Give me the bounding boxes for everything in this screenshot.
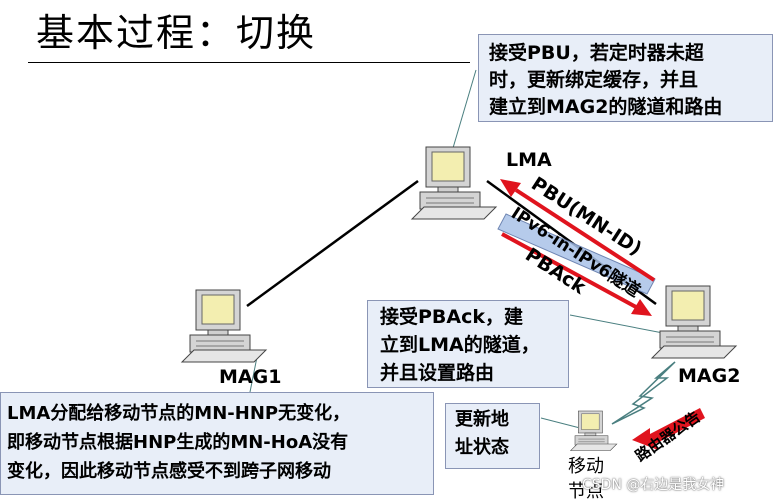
callout-line: LMA分配给移动节点的MN-HNP无变化， bbox=[7, 403, 351, 424]
callout-line: 更新地 bbox=[455, 409, 509, 430]
arrow-icon bbox=[501, 232, 652, 316]
slide-title: 基本过程：切换 bbox=[36, 11, 317, 55]
link-lma-mag1 bbox=[246, 179, 419, 308]
arrow-icon bbox=[632, 408, 705, 450]
callout-line: 址状态 bbox=[455, 437, 509, 458]
node-label-mag1: MAG1 bbox=[219, 366, 282, 388]
node-label-lma: LMA bbox=[506, 149, 552, 171]
arrow-icon bbox=[500, 179, 656, 282]
callout-update-address: 更新地 址状态 bbox=[445, 403, 540, 469]
callout-pointer-mag2 bbox=[569, 314, 664, 334]
computer-icon bbox=[570, 410, 618, 451]
callout-line: 时，更新绑定缓存，并且 bbox=[489, 69, 699, 91]
node-label-mobile-node: 移动 bbox=[568, 456, 604, 477]
watermark: CSDN @右边是我女神 bbox=[582, 477, 725, 493]
wireless-signal-icon bbox=[611, 361, 676, 425]
callout-pointer-lma bbox=[452, 69, 477, 149]
node-label-mobile-node: 节点 bbox=[568, 481, 604, 502]
callout-mag2-action: 接受PBAck，建 立到LMA的隧道， 并且设置路由 bbox=[367, 300, 569, 388]
callout-line: 建立到MAG2的隧道和路由 bbox=[489, 96, 723, 118]
callout-line: 并且设置路由 bbox=[380, 362, 495, 384]
callout-line: 即移动节点根据HNP生成的MN-HoA没有 bbox=[7, 432, 349, 453]
callout-line: 变化，因此移动节点感受不到跨子网移动 bbox=[7, 461, 331, 482]
callout-line: 立到LMA的隧道， bbox=[380, 334, 540, 356]
tunnel-band bbox=[497, 213, 656, 295]
node-label-mag2: MAG2 bbox=[678, 365, 741, 387]
computer-icon bbox=[651, 285, 737, 359]
callout-hnp-unchanged: LMA分配给移动节点的MN-HNP无变化， 即移动节点根据HNP生成的MN-Ho… bbox=[0, 392, 434, 495]
callout-lma-action: 接受PBU，若定时器未超 时，更新绑定缓存，并且 建立到MAG2的隧道和路由 bbox=[478, 34, 773, 122]
callout-line: 接受PBAck，建 bbox=[380, 306, 524, 328]
callout-line: 接受PBU，若定时器未超 bbox=[489, 42, 704, 64]
title-divider bbox=[28, 62, 470, 63]
computer-icon bbox=[411, 146, 497, 220]
callout-pointer-mn bbox=[540, 417, 581, 429]
